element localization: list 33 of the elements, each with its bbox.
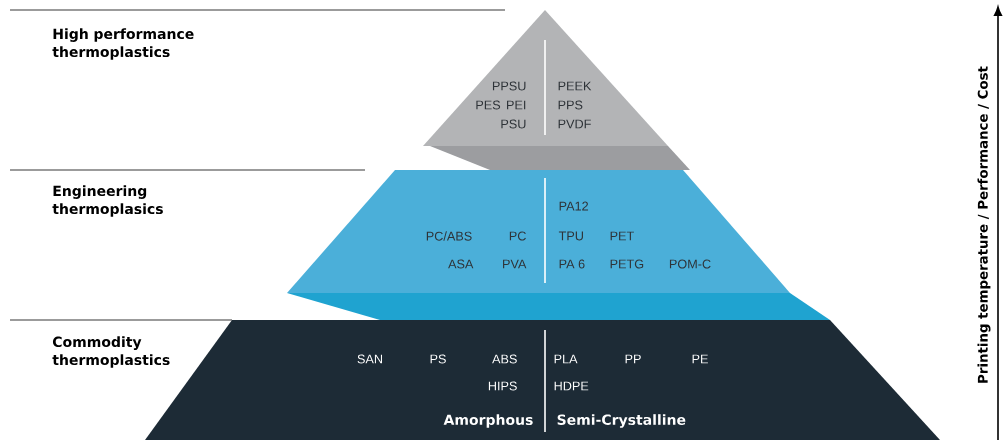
material-label: TPU — [558, 231, 583, 241]
pyramid-tier — [423, 10, 668, 146]
pyramid-tier — [287, 170, 790, 293]
column-heading: Semi-Crystalline — [557, 414, 686, 428]
tier-heading: Commodity thermoplastics — [52, 336, 170, 368]
material-label: PE — [692, 354, 708, 364]
tier-heading: Engineering thermoplasics — [52, 185, 163, 217]
material-label: PES — [476, 100, 501, 110]
material-label: PA12 — [559, 201, 589, 211]
material-label: PET — [610, 231, 634, 241]
column-heading: Amorphous — [443, 414, 533, 428]
material-label: PPS — [558, 100, 583, 110]
material-label: PEI — [507, 100, 526, 110]
material-label: HIPS — [488, 381, 517, 391]
material-label: PPSU — [492, 81, 526, 91]
material-label: PVDF — [558, 119, 591, 129]
axis-label: Printing temperature / Performance / Cost — [977, 66, 991, 383]
material-label: PETG — [610, 259, 644, 269]
material-label: PC/ABS — [426, 231, 472, 241]
material-label: PLA — [554, 354, 578, 364]
material-label: PC — [509, 231, 526, 241]
material-label: PS — [430, 354, 446, 364]
material-label: POM-C — [669, 259, 711, 269]
material-label: HDPE — [554, 381, 589, 391]
material-label: PA 6 — [559, 259, 585, 269]
material-label: SAN — [357, 354, 382, 364]
material-label: PEEK — [558, 81, 592, 91]
material-label: PP — [625, 354, 641, 364]
tier-heading: High performance thermoplastics — [52, 28, 194, 60]
material-label: ABS — [492, 354, 517, 364]
material-label: PVA — [503, 259, 527, 269]
material-label: PSU — [501, 119, 526, 129]
material-label: ASA — [448, 259, 474, 269]
